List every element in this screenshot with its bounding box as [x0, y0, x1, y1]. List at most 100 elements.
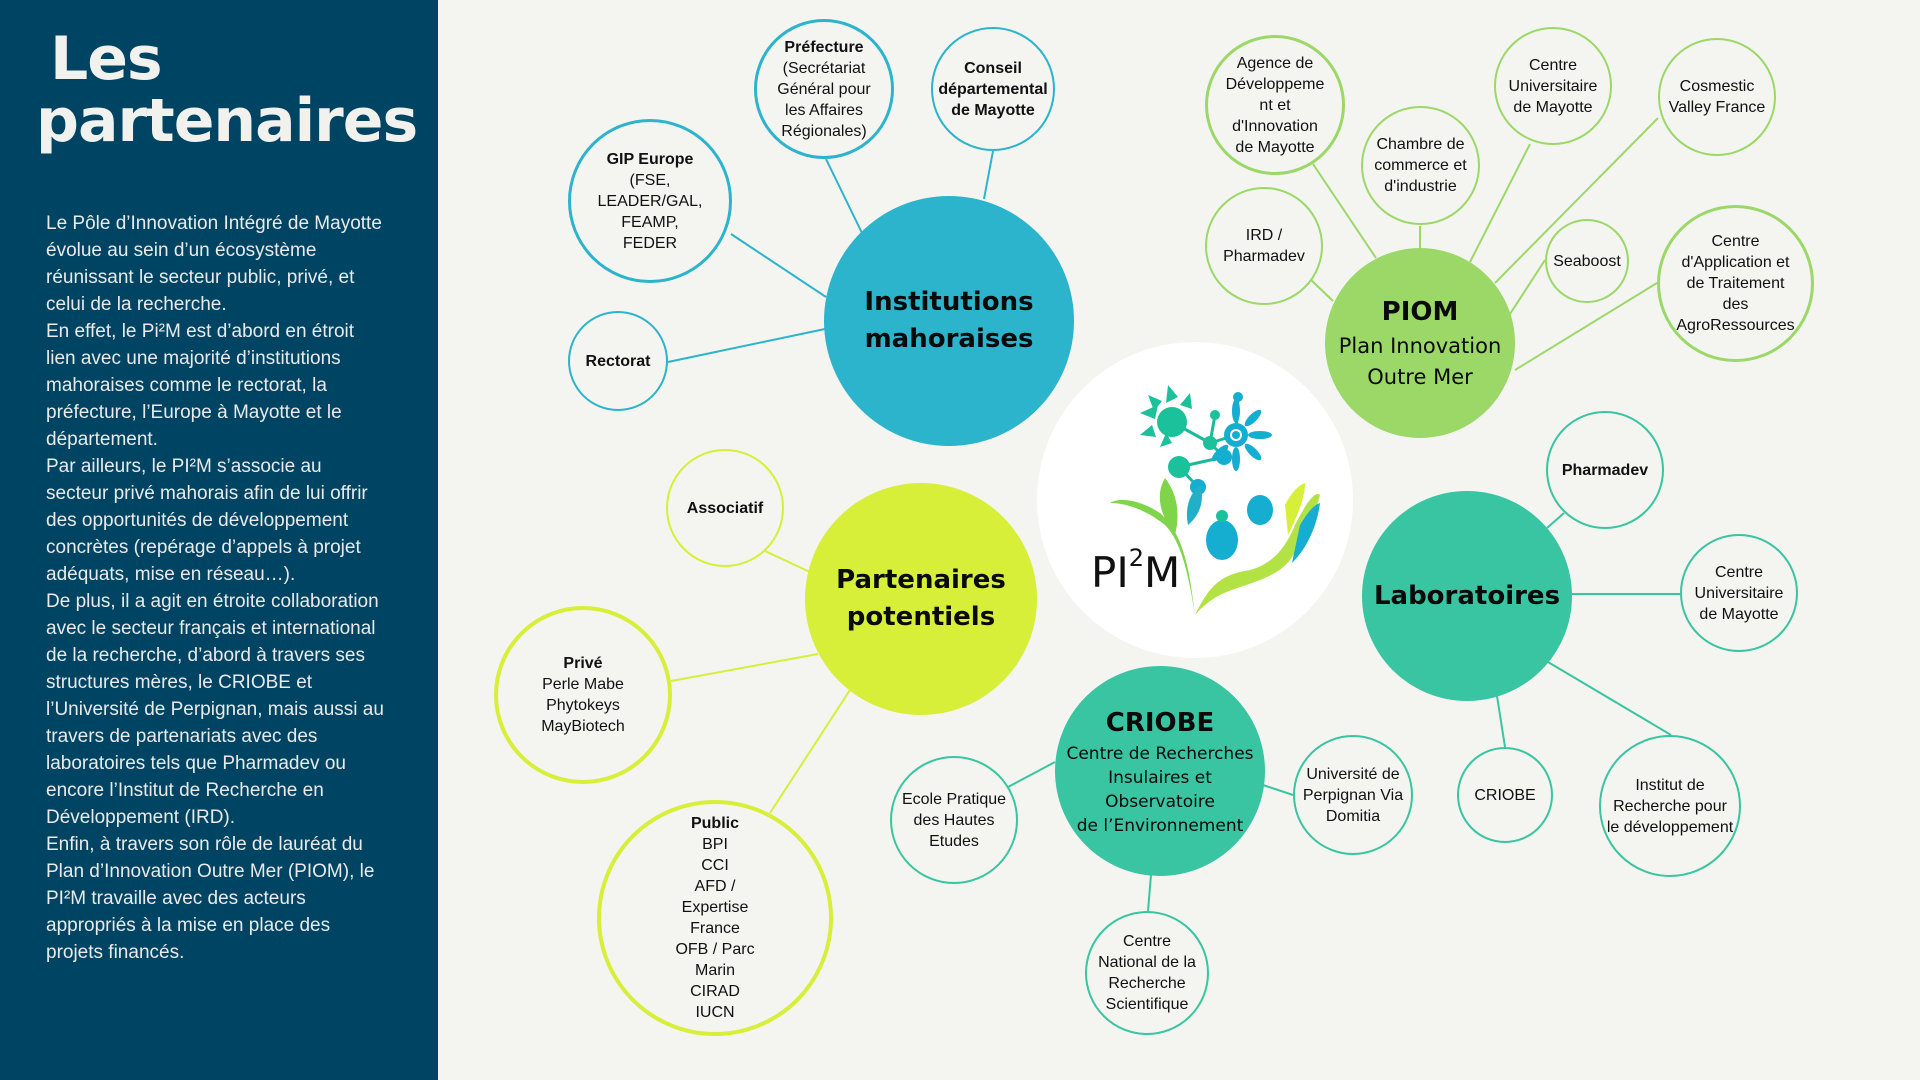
- link-institutions-conseil: [983, 150, 994, 200]
- node-line: OFB / Parc: [675, 941, 755, 958]
- node-line: de Mayotte: [1513, 98, 1593, 116]
- sidebar: Les partenaires Le Pôle d’Innovation Int…: [0, 0, 438, 1080]
- node-line: des: [1722, 296, 1749, 313]
- hub-partenaires-title-1: Partenaires: [836, 565, 1006, 595]
- node-line: IRD /: [1245, 227, 1283, 244]
- node-line: Chambre de: [1376, 136, 1465, 153]
- hub-partenaires[interactable]: Partenaires potentiels: [805, 483, 1037, 715]
- node-prive-title: Privé: [563, 655, 603, 672]
- node-conseil[interactable]: Conseil départemental de Mayotte: [931, 27, 1055, 151]
- node-line: Scientifique: [1105, 996, 1189, 1013]
- node-line: départemental: [938, 80, 1048, 98]
- node-line: Domitia: [1325, 807, 1381, 825]
- intro-paragraph: En effet, le Pi²M est d’abord en étroit …: [46, 321, 355, 450]
- node-line: le développement: [1606, 818, 1734, 836]
- node-line: Centre: [1711, 233, 1760, 250]
- hub-piom-sub-2: Outre Mer: [1367, 364, 1473, 389]
- node-pharmadev[interactable]: Pharmadev: [1546, 411, 1664, 529]
- node-line: Centre: [1714, 563, 1764, 581]
- node-line: LEADER/GAL,: [597, 192, 703, 210]
- link-piom-cosmestic: [1494, 117, 1659, 284]
- node-criobe-lab[interactable]: CRIOBE: [1457, 747, 1553, 843]
- link-labs-criobe: [1496, 695, 1506, 748]
- link-labs-pharmadev: [1546, 512, 1565, 529]
- node-line: Phytokeys: [546, 697, 620, 714]
- node-associatif[interactable]: Associatif: [666, 449, 784, 567]
- node-line: nt et: [1259, 96, 1291, 114]
- node-line: Marin: [694, 962, 735, 979]
- intro-paragraph: Le Pôle d’Innovation Intégré de Mayotte …: [46, 213, 382, 315]
- node-agence[interactable]: Agence de Développeme nt et d'Innovation…: [1205, 35, 1345, 175]
- link-partenaires-prive: [670, 653, 819, 682]
- node-line: Universitaire: [1508, 77, 1598, 95]
- node-universite-perpignan[interactable]: Université de Perpignan Via Domitia: [1293, 735, 1413, 855]
- hub-laboratoires[interactable]: Laboratoires: [1362, 491, 1572, 701]
- node-line: Général pour: [777, 80, 871, 98]
- node-line: Ecole Pratique: [901, 790, 1007, 808]
- node-line: Pharmadev: [1223, 248, 1305, 265]
- node-line: Centre: [1122, 933, 1172, 950]
- logo-text-sup: 2: [1128, 544, 1144, 572]
- node-institut-recherche[interactable]: Institut de Recherche pour le développem…: [1599, 735, 1741, 877]
- node-pharmadev-title: Pharmadev: [1561, 461, 1649, 479]
- node-line: IUCN: [695, 1004, 735, 1021]
- link-institutions-gip: [730, 233, 827, 298]
- node-public[interactable]: Public BPI CCI AFD / Expertise France OF…: [597, 800, 833, 1036]
- node-seaboost[interactable]: Seaboost: [1545, 219, 1629, 303]
- node-rectorat[interactable]: Rectorat: [568, 311, 668, 411]
- hub-criobe[interactable]: CRIOBE Centre de Recherches Insulaires e…: [1055, 666, 1265, 876]
- node-line: Institut de: [1635, 776, 1705, 794]
- node-rectorat-title: Rectorat: [585, 352, 651, 370]
- hub-criobe-sub-2: Insulaires et Observatoire: [1105, 767, 1215, 812]
- node-centre-universitaire[interactable]: Centre Universitaire de Mayotte: [1494, 27, 1612, 145]
- node-ird-pharmadev[interactable]: IRD / Pharmadev: [1205, 187, 1323, 305]
- link-labs-institut: [1547, 661, 1672, 736]
- link-piom-centre-univ: [1469, 143, 1531, 263]
- hub-criobe-sub-3: de l’Environnement: [1076, 815, 1244, 836]
- node-line: Universitaire: [1694, 584, 1784, 602]
- node-cnrs[interactable]: Centre National de la Recherche Scientif…: [1085, 911, 1209, 1035]
- title-line-2: partenaires: [36, 86, 418, 156]
- link-criobe-ecole: [1007, 761, 1056, 788]
- node-line: Conseil: [964, 59, 1022, 77]
- hub-institutions[interactable]: Institutions mahoraises: [824, 196, 1074, 446]
- page-title: Les partenaires: [36, 28, 418, 156]
- node-chambre[interactable]: Chambre de commerce et d'industrie: [1361, 106, 1480, 225]
- intro-paragraph: Enfin, à travers son rôle de lauréat du …: [46, 834, 375, 963]
- node-line: (Secrétariat: [782, 59, 866, 77]
- node-line: CCI: [701, 857, 729, 874]
- node-line: Agence de: [1236, 54, 1314, 72]
- node-line: Perpignan Via: [1302, 786, 1404, 804]
- link-piom-ird: [1309, 278, 1334, 302]
- logo-text-pi: PI: [1091, 548, 1129, 597]
- node-line: Perle Mabe: [542, 676, 624, 693]
- hub-piom-title: PIOM: [1381, 296, 1459, 327]
- node-line: CIRAD: [690, 983, 740, 1000]
- node-line: Régionales): [781, 122, 867, 140]
- node-centre-universitaire-labs[interactable]: Centre Universitaire de Mayotte: [1680, 534, 1798, 652]
- hub-partenaires-title-2: potentiels: [846, 602, 996, 632]
- node-line: FEAMP,: [621, 213, 679, 231]
- node-line: FEDER: [622, 234, 678, 252]
- node-prefecture[interactable]: Préfecture (Secrétariat Général pour les…: [754, 19, 894, 159]
- node-prive[interactable]: Privé Perle Mabe Phytokeys MayBiotech: [494, 606, 672, 784]
- node-line: de Traitement: [1686, 275, 1785, 292]
- node-gip-europe[interactable]: GIP Europe (FSE, LEADER/GAL, FEAMP, FEDE…: [568, 119, 732, 283]
- node-associatif-title: Associatif: [686, 499, 764, 517]
- node-cosmestic-valley[interactable]: Cosmestic Valley France: [1658, 38, 1776, 156]
- node-line: Seaboost: [1553, 252, 1621, 270]
- node-gip-title: GIP Europe: [606, 150, 694, 168]
- hub-piom[interactable]: PIOM Plan Innovation Outre Mer: [1325, 248, 1515, 438]
- node-ecole-pratique[interactable]: Ecole Pratique des Hautes Etudes: [890, 756, 1018, 884]
- node-line: MayBiotech: [541, 718, 625, 735]
- node-line: AFD /: [694, 878, 736, 895]
- node-line: CRIOBE: [1474, 786, 1536, 804]
- intro-paragraph: De plus, il a agit en étroite collaborat…: [46, 591, 384, 828]
- link-institutions-prefecture: [825, 158, 863, 234]
- link-criobe-cnrs: [1147, 874, 1152, 912]
- node-line: des Hautes: [913, 811, 995, 829]
- node-line: Etudes: [929, 832, 979, 850]
- link-partenaires-public: [769, 689, 851, 814]
- node-catar[interactable]: Centre d'Application et de Traitement de…: [1657, 205, 1814, 362]
